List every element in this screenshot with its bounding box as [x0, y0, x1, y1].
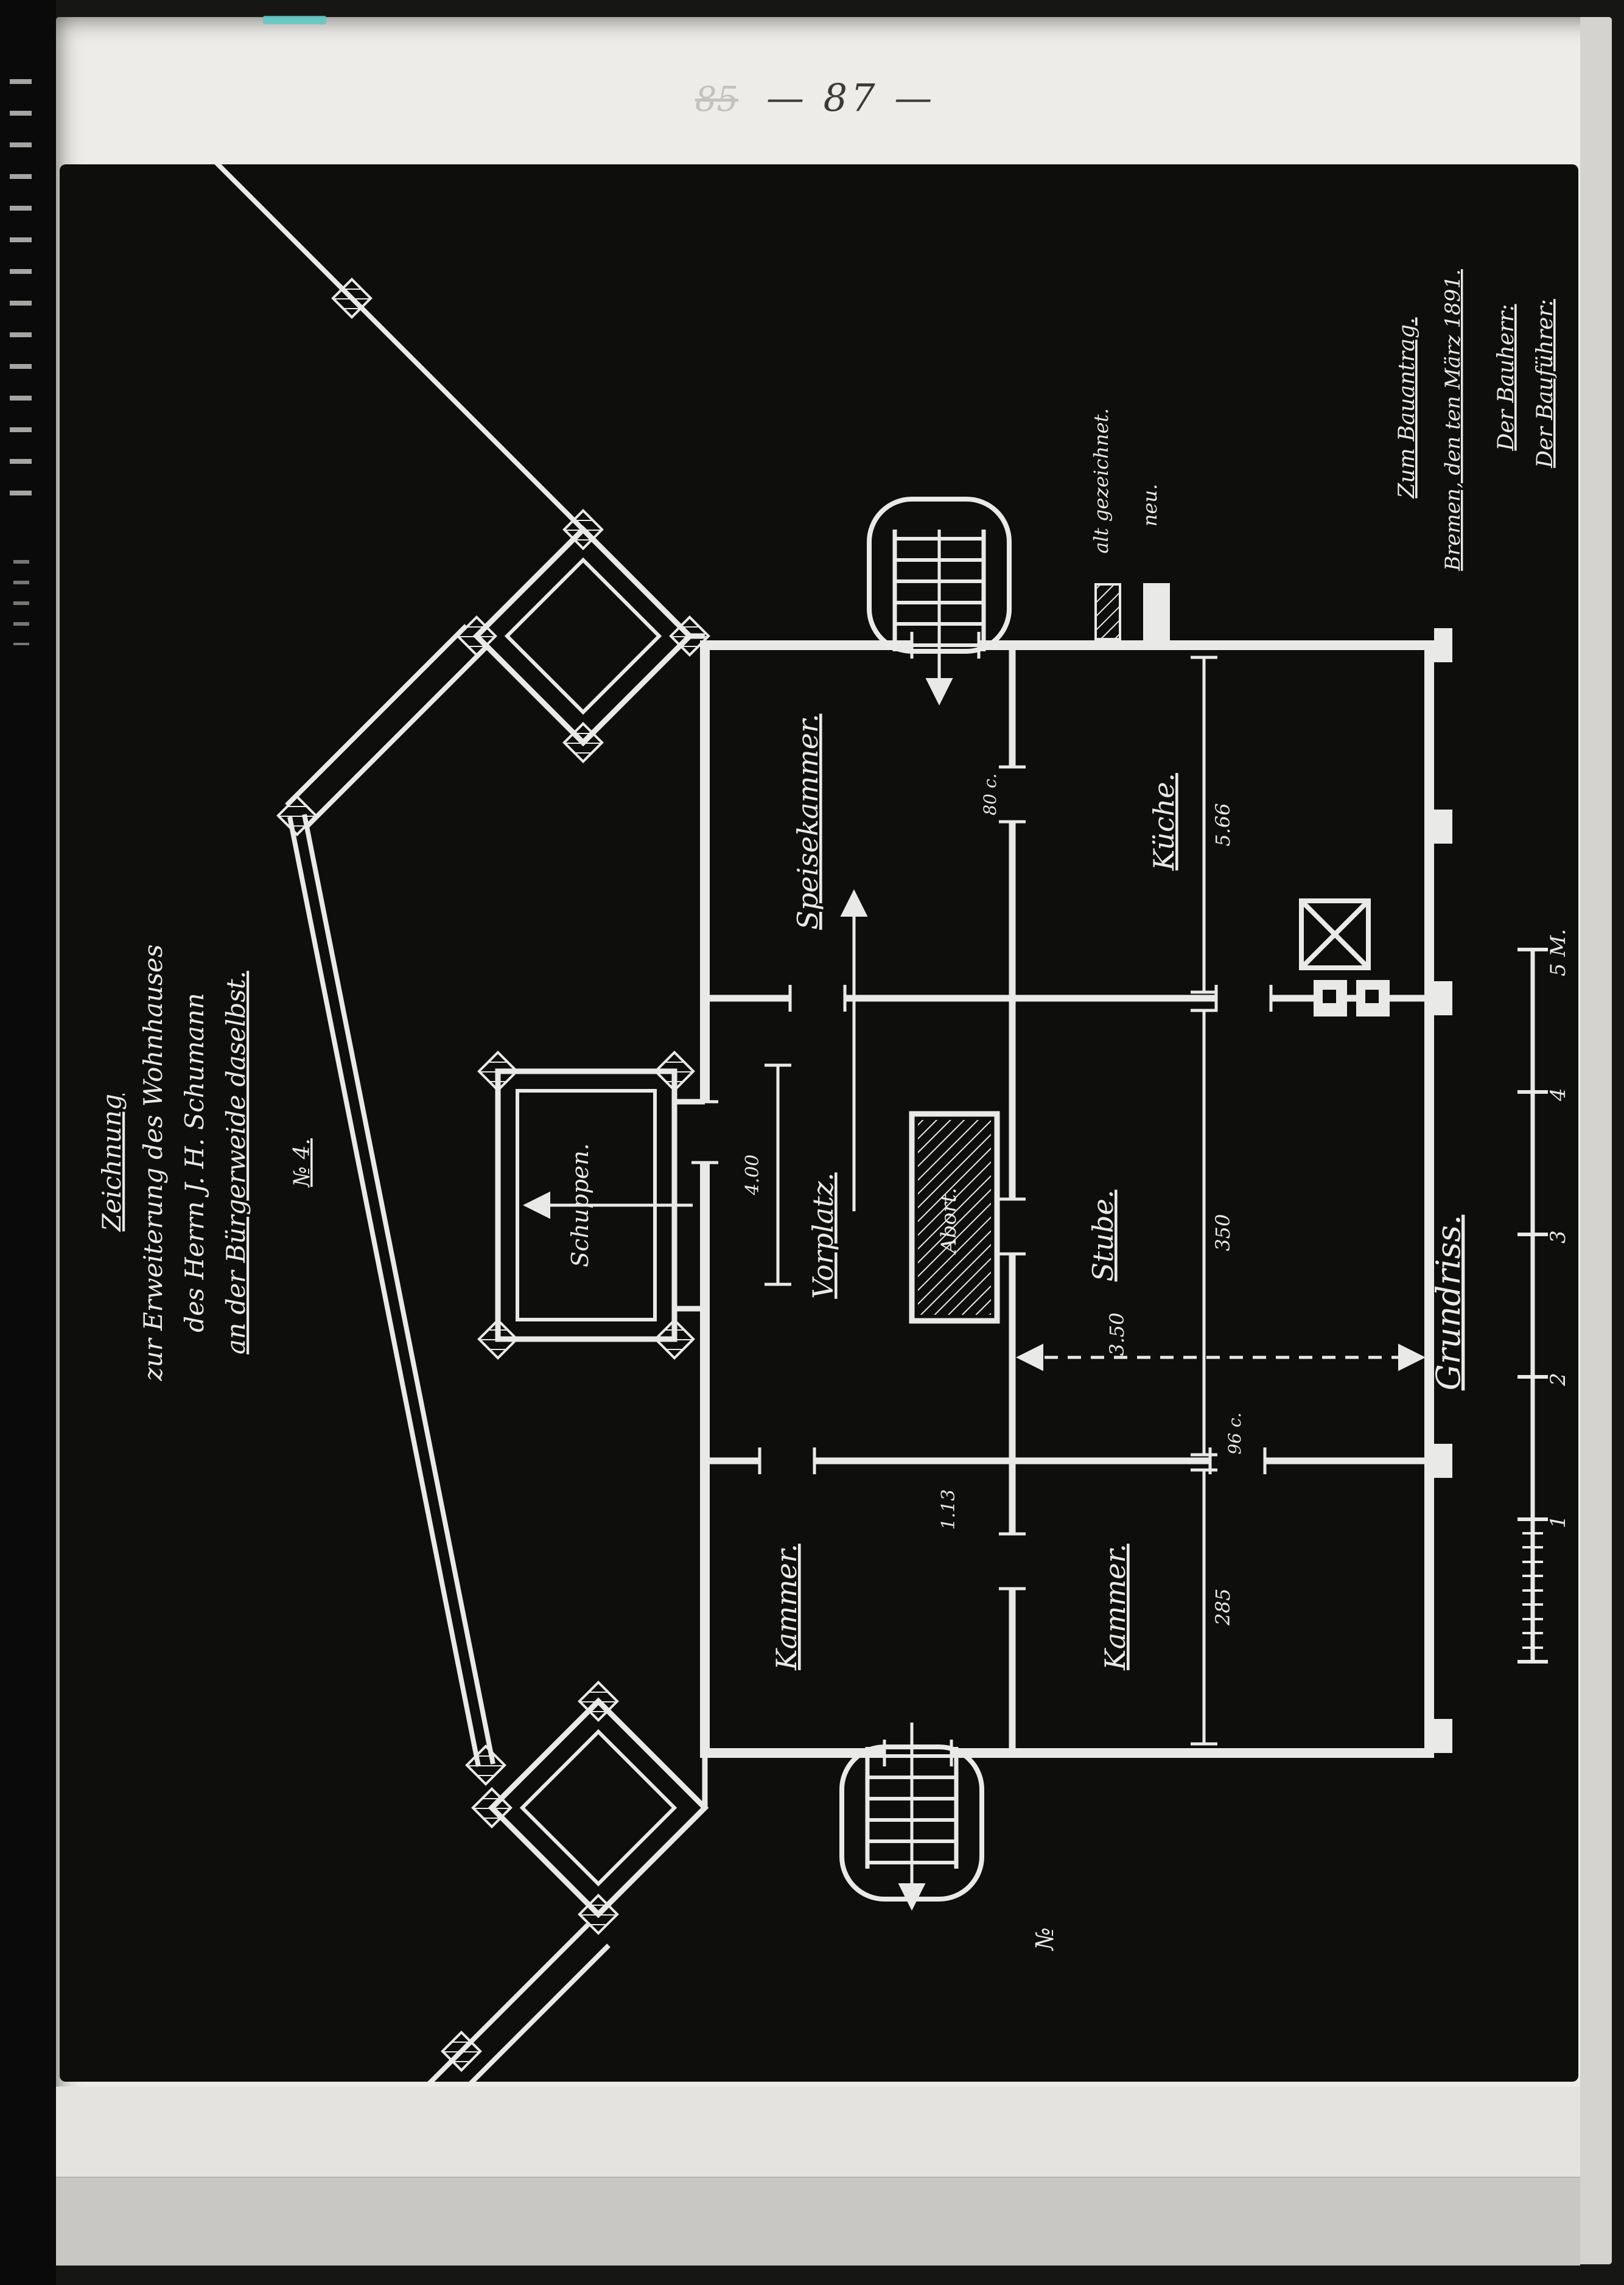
dim-door-speisekammer: 80 c. [980, 773, 1000, 815]
garden-wall-left [287, 814, 495, 1767]
page-bottom-light-band [56, 2087, 1580, 2178]
page-right-edge [1580, 17, 1612, 2264]
dimension-lines [765, 656, 1426, 1746]
dim-stube-width: 3.50 [1105, 1312, 1129, 1356]
crossed-out-page-number: 85 [695, 80, 738, 119]
room-label-abort: Abort. [937, 1188, 961, 1255]
film-edge-marks-2 [13, 560, 29, 645]
stairs-bottom [839, 1723, 984, 1911]
approval-line-1: Zum Bauantrag. [1395, 317, 1419, 499]
title-line-1: Zeichnung [97, 1094, 127, 1233]
scale-bar [1517, 948, 1548, 1664]
room-label-stube: Stube. [1087, 1190, 1119, 1282]
dim-door-stube: 96 c. [1225, 1412, 1245, 1454]
room-label-vorplatz: Vorplatz. [807, 1172, 839, 1299]
plan-caption-grundriss: Grundriss. [1429, 1215, 1468, 1391]
abort-room [909, 1111, 1000, 1324]
room-label-kammer-right: Kammer. [1099, 1544, 1132, 1671]
title-line-5: № 4. [290, 1138, 315, 1188]
dim-kueche-depth: 5.66 [1211, 803, 1234, 846]
scale-tick-1: 1 [1546, 1515, 1570, 1528]
door-jambs [691, 632, 1273, 1766]
approval-block: Zum Bauantrag. Bremen, den ten März 1891… [1395, 269, 1558, 572]
title-line-4: an der Bürgerweide daselbst. [221, 971, 251, 1354]
pavilion-bottom [488, 1697, 709, 1919]
page-number: — 87 — [766, 75, 936, 120]
blueprint-photo: Zeichnung zur Erweiterung des Wohnhauses… [60, 164, 1578, 2082]
stove-symbol [1299, 898, 1371, 970]
scale-labels: 5 M. 4 3 2 1 Grundriss. № [1031, 929, 1570, 1951]
scale-tick-4: 4 [1546, 1088, 1570, 1102]
garden-wall-lower [427, 1923, 611, 2082]
dim-kammer-depth: 285 [1211, 1588, 1234, 1626]
scale-tick-2: 2 [1546, 1373, 1570, 1387]
room-labels: Speisekammer. Küche. Stube. Kammer. Kamm… [567, 713, 1180, 1670]
interior-walls [705, 645, 1429, 1753]
number-mark: № [1031, 1927, 1059, 1951]
approval-line-3: Der Bauherr: [1494, 304, 1519, 452]
legend-labels: alt gezeichnet. neu. [1090, 408, 1161, 554]
approval-line-2: Bremen, den ten März 1891. [1441, 269, 1465, 572]
approval-line-4: Der Bauführer: [1533, 299, 1558, 468]
page-bottom-gray-band [56, 2177, 1580, 2266]
title-line-2: zur Erweiterung des Wohnhauses [138, 944, 168, 1381]
legend-swatches [1094, 583, 1170, 640]
document-page: 85 — 87 — [56, 16, 1612, 2266]
dim-stube-depth: 350 [1211, 1214, 1234, 1251]
legend-label-alt: alt gezeichnet. [1090, 408, 1113, 554]
legend-swatch-alt [1094, 583, 1121, 640]
color-calibration-strip [263, 16, 326, 24]
scale-tick-3: 3 [1546, 1230, 1570, 1244]
dim-vorplatz-width: 4.00 [742, 1155, 763, 1196]
room-label-schuppen: Schuppen. [567, 1143, 593, 1267]
legend-swatch-neu [1143, 583, 1170, 640]
room-label-speisekammer: Speisekammer. [791, 713, 824, 929]
title-block: Zeichnung zur Erweiterung des Wohnhauses… [97, 944, 315, 1381]
floor-plan-drawing: Zeichnung zur Erweiterung des Wohnhauses… [97, 164, 1570, 2082]
room-label-kammer-left: Kammer. [770, 1544, 803, 1671]
dimension-labels: 5.66 350 285 3.50 96 c. 80 c. 1.13 4.00 [742, 773, 1245, 1626]
scale-tick-5m: 5 M. [1546, 929, 1570, 976]
shed-annex [495, 1068, 705, 1342]
title-line-3: des Herrn J. H. Schumann [180, 993, 209, 1332]
wall-pilasters [1434, 628, 1452, 1753]
film-edge-marks [10, 79, 32, 517]
dim-door-bottom: 1.13 [938, 1489, 959, 1530]
legend-label-neu: neu. [1138, 484, 1161, 527]
film-edge-strip [0, 0, 56, 2285]
room-label-kueche: Küche. [1147, 773, 1180, 871]
wall-posts [276, 278, 710, 2072]
chimney-symbol [1314, 980, 1390, 1017]
garden-wall-upper [214, 164, 595, 828]
stairs-top [867, 497, 1012, 705]
page-number-row: 85 — 87 — [56, 75, 1575, 120]
